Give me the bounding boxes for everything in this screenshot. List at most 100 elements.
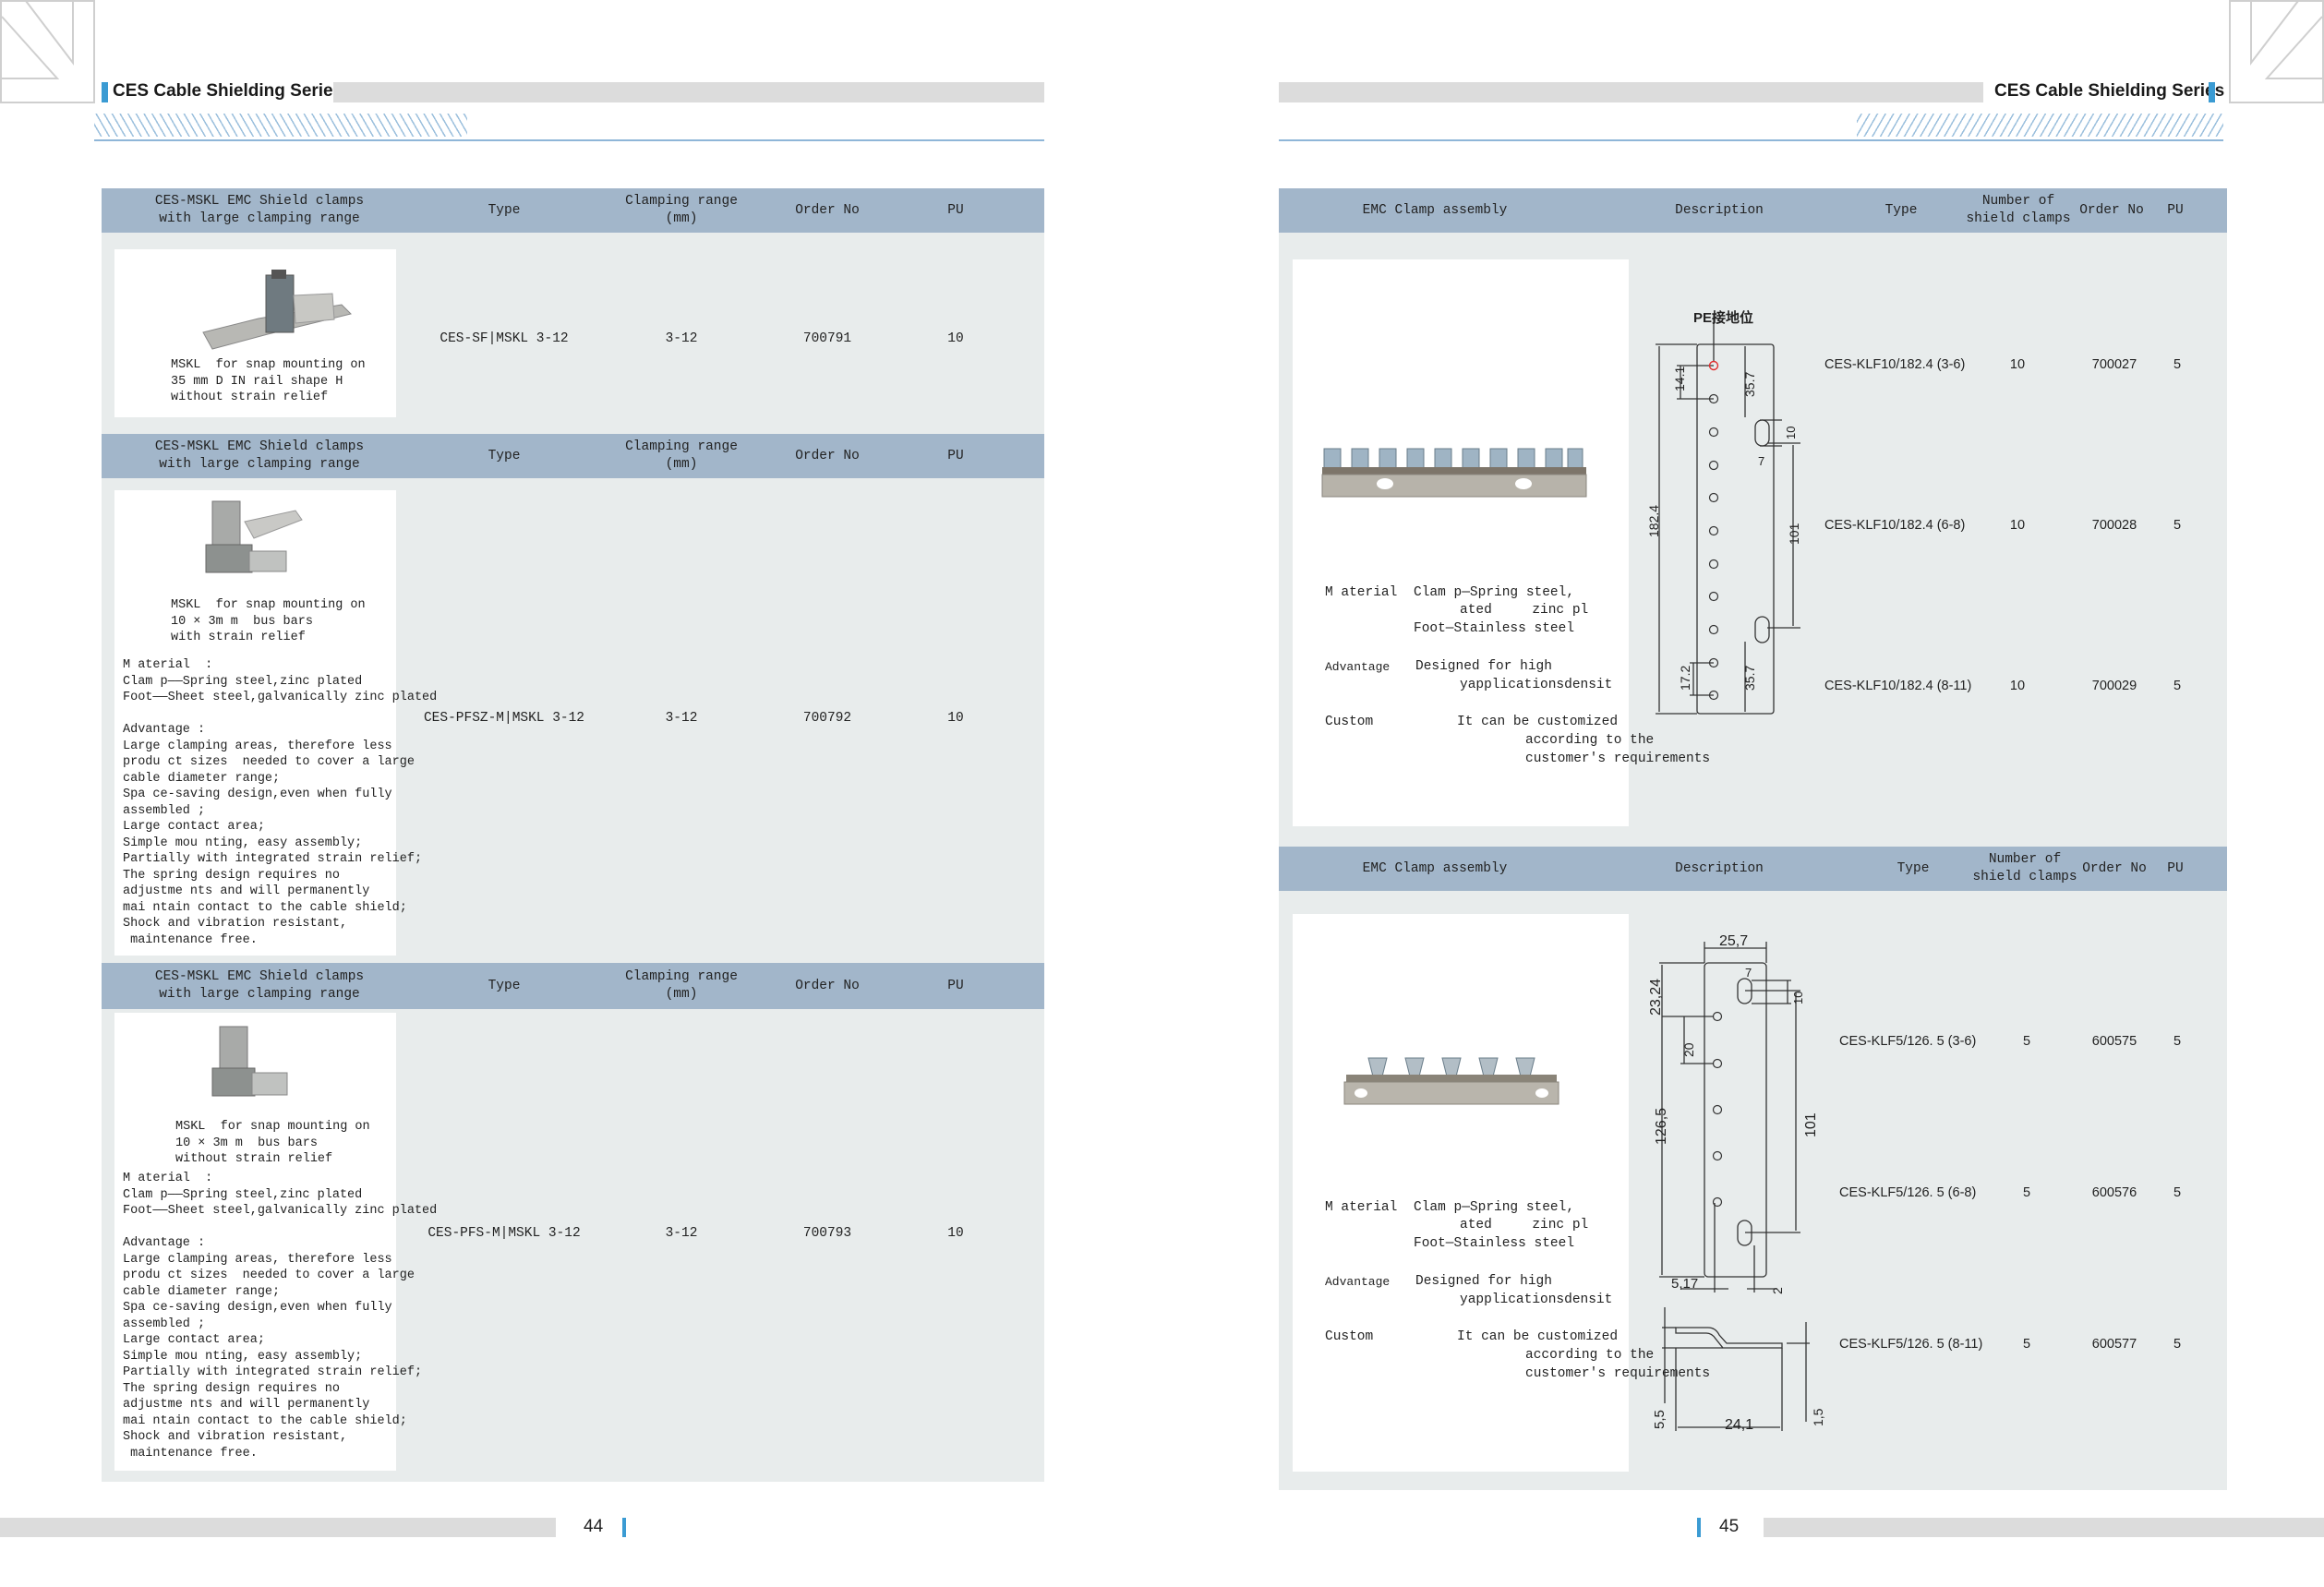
pu-value: 5 (2173, 1185, 2182, 1200)
table-header-row (1279, 847, 2227, 891)
footer-gray-bar (1764, 1518, 2324, 1537)
type-value: CES-PFSZ-M|MSKL 3-12 (423, 711, 585, 726)
material-line: Clam p—Spring steel, (1414, 585, 1575, 600)
order-no-value: 700791 (802, 331, 852, 346)
product-details: M aterial : Clam p——Spring steel,zinc pla… (123, 657, 437, 948)
col-header-order-no: Order No (795, 449, 860, 463)
dim-label: 14.1 (1672, 367, 1687, 391)
header-rule (94, 139, 1044, 141)
col-header-assembly: EMC Clamp assembly (1362, 203, 1508, 218)
col-header-pu: PU (947, 979, 964, 993)
detail-line: Simple mou nting, easy assembly; (123, 1349, 363, 1364)
detail-line: Spa ce-saving design,even when fully (123, 1301, 392, 1315)
header-hatch (1857, 114, 2223, 137)
custom-line: according to the (1525, 733, 1655, 748)
table-header-row (1279, 188, 2227, 233)
accent-bar (102, 82, 108, 102)
dim-label: 24,1 (1725, 1417, 1753, 1433)
count-value: 5 (2022, 1185, 2031, 1200)
dim-label: 20 (1681, 1042, 1696, 1057)
type-value: CES-KLF5/126. 5 (8-11) (1839, 1337, 1983, 1352)
page-number-right: 45 (1719, 1517, 1740, 1536)
col-header-type: Type (488, 449, 521, 463)
detail-line: Shock and vibration resistant, (123, 917, 348, 931)
count-value: 10 (2009, 357, 2026, 372)
series-title-left: CES Cable Shielding Series (113, 81, 343, 101)
detail-line: The spring design requires no (123, 1381, 340, 1396)
custom-label: Custom (1325, 715, 1374, 729)
detail-line: Partially with integrated strain relief; (123, 852, 423, 866)
detail-line: Simple mou nting, easy assembly; (123, 836, 363, 850)
custom-line: customer's requirements (1525, 751, 1711, 766)
advantage-line: yapplicationsdensit (1460, 678, 1613, 692)
dim-label: 35.7 (1742, 372, 1757, 397)
dim-label: 1,5 (1811, 1408, 1825, 1426)
product-details: M aterial :Clam p——Spring steel,zinc pla… (123, 1171, 437, 1461)
detail-line: adjustme nts and will permanently (123, 884, 370, 898)
technical-drawing-klf10: PE接地位 14.1 35.7 10 7 182.4 101 17.2 35.7 (1646, 309, 1801, 715)
col-header-assembly: EMC Clamp assembly (1362, 861, 1508, 876)
detail-line: produ ct sizes needed to cover a large (123, 755, 415, 769)
advantage-line: Designed for high (1415, 659, 1552, 674)
detail-line: Advantage : (123, 723, 206, 737)
material-line: ated zinc pl (1460, 603, 1589, 618)
header-gray-bar (1279, 82, 1983, 102)
detail-line: adjustme nts and will permanently (123, 1398, 370, 1412)
detail-line: M aterial : (123, 658, 213, 672)
custom-line: customer's requirements (1525, 1366, 1711, 1381)
col-header-clamping-range: Clamping range(mm) (625, 194, 738, 226)
custom-label: Custom (1325, 1329, 1374, 1344)
dim-label: 10 (1791, 992, 1805, 1004)
detail-line: assembled ; (123, 1316, 206, 1331)
type-value: CES-KLF10/182.4 (6-8) (1824, 518, 1966, 533)
dim-label: 7 (1745, 966, 1752, 980)
clamping-range-value: 3-12 (665, 1226, 698, 1241)
type-value: CES-SF|MSKL 3-12 (440, 331, 569, 346)
col-header-type: Type (488, 203, 521, 218)
clamping-range-value: 3-12 (665, 711, 698, 726)
material-line: Foot—Stainless steel (1414, 621, 1575, 636)
pu-value: 10 (947, 1226, 964, 1241)
detail-line (123, 1220, 437, 1236)
pu-value: 5 (2173, 679, 2182, 693)
count-value: 5 (2022, 1337, 2031, 1352)
detail-line: maintenance free. (123, 1446, 258, 1461)
detail-line (123, 706, 437, 723)
pu-value: 5 (2173, 518, 2182, 533)
technical-drawing-klf5: 25,7 23,24 20 126,5 7 10 101 5,17 2 5,5 … (1648, 933, 1825, 1433)
table-header-row (102, 434, 1044, 478)
clamp-rail-5-photo (1343, 1057, 1559, 1105)
header-gray-bar (333, 82, 1044, 102)
material-label: M aterial (1325, 1200, 1398, 1215)
advantage-label: Advantage (1325, 660, 1391, 674)
shield-clamp-busbar-photo (205, 500, 303, 573)
col-header-pu: PU (2167, 203, 2184, 218)
material-line: Clam p—Spring steel, (1414, 1200, 1575, 1215)
pu-value: 10 (947, 711, 964, 726)
col-header-order-no: Order No (795, 979, 860, 993)
detail-line: Clam p——Spring steel,zinc plated (123, 674, 363, 689)
detail-line: produ ct sizes needed to cover a large (123, 1268, 415, 1282)
col-header-order-no: Order No (2079, 203, 2144, 218)
detail-line: cable diameter range; (123, 771, 281, 786)
dim-label: 5,17 (1671, 1276, 1698, 1292)
detail-line: Foot——Sheet steel,galvanically zinc plat… (123, 1204, 438, 1218)
material-line: Foot—Stainless steel (1414, 1236, 1575, 1251)
custom-line: according to the (1525, 1348, 1655, 1363)
pe-ground-marker (1708, 360, 1719, 371)
type-value: CES-KLF5/126. 5 (6-8) (1839, 1185, 1977, 1200)
detail-line: Advantage : (123, 1236, 206, 1250)
pu-value: 10 (947, 331, 964, 346)
dim-label: 23,24 (1648, 979, 1664, 1016)
dim-label: 17.2 (1678, 666, 1692, 691)
dim-label: 182.4 (1646, 505, 1661, 537)
custom-line: It can be customized (1457, 715, 1619, 729)
product-image-box (1293, 914, 1629, 1472)
dim-label: 126,5 (1654, 1108, 1669, 1145)
type-value: CES-KLF10/182.4 (3-6) (1824, 357, 1966, 372)
detail-line: Partially with integrated strain relief; (123, 1365, 423, 1379)
